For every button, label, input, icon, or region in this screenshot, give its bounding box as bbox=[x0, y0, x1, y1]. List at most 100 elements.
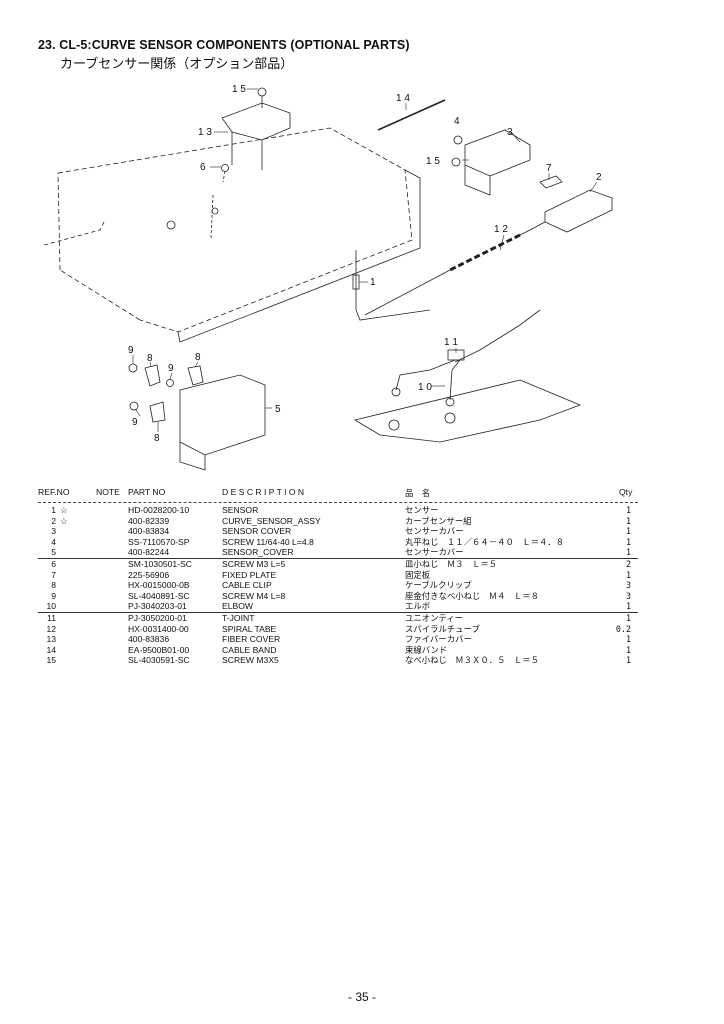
cell-jp-name: スパイラルチューブ bbox=[405, 623, 480, 634]
cell-jp-name: 固定板 bbox=[405, 569, 431, 580]
cell-part-no: HX-0015000-0B bbox=[128, 580, 190, 591]
cable-clip-8c bbox=[149, 401, 166, 423]
cell-ref-no: 1 bbox=[51, 505, 56, 515]
cell-description: SENSOR COVER bbox=[222, 526, 292, 537]
callout-8-a: 8 bbox=[147, 353, 153, 364]
cell-ref-no: 3 bbox=[51, 526, 56, 537]
callout-3: 3 bbox=[507, 127, 513, 138]
cell-ref-no: 7 bbox=[51, 569, 56, 580]
header-ref-no: REF.NO bbox=[38, 487, 70, 497]
parts-table: REF.NO NOTE PART NO D E S C R I P T I O … bbox=[38, 487, 638, 666]
cell-qty: 1 bbox=[625, 634, 631, 645]
cell-qty: 1 bbox=[625, 515, 631, 526]
cell-description: SCREW M4 L=8 bbox=[222, 590, 286, 601]
cell-part-no: SL-4030591-SC bbox=[128, 655, 190, 666]
callout-8-c: 8 bbox=[154, 433, 160, 444]
cell-part-no: SM-1030501-SC bbox=[128, 558, 193, 569]
cell-part-no: 400-83836 bbox=[128, 634, 170, 645]
cell-jp-name: センサーカバー bbox=[405, 547, 464, 558]
callout-1: 1 bbox=[370, 277, 376, 288]
cable-clip-8a bbox=[144, 364, 161, 387]
table-row: 6 SM-1030501-SC SCREW M3 L=5 皿小ねじ Ｍ３ Ｌ＝５ 2 bbox=[38, 557, 638, 570]
cell-jp-name: ユニオンティー bbox=[405, 612, 464, 623]
cable-clip-8b bbox=[187, 365, 204, 386]
page-subtitle-jp: カーブセンサー関係（オプション部品） bbox=[60, 57, 294, 72]
table-header: REF.NO NOTE PART NO D E S C R I P T I O … bbox=[38, 487, 638, 501]
cell-qty: 1 bbox=[625, 601, 631, 612]
cell-description: ELBOW bbox=[222, 601, 254, 612]
cell-description: CABLE BAND bbox=[222, 644, 277, 655]
cell-description: CURVE_SENSOR_ASSY bbox=[222, 515, 321, 526]
cell-ref-no: 5 bbox=[51, 547, 56, 558]
cell-part-no: 400-82339 bbox=[128, 515, 170, 526]
header-jp-name: 品 名 bbox=[405, 488, 431, 498]
cell-description: SCREW M3 L=5 bbox=[222, 558, 286, 569]
exploded-parts-diagram: 1 5 1 3 6 1 4 4 3 1 5 7 2 1 2 1 1 1 1 0 … bbox=[43, 84, 613, 471]
callout-4: 4 bbox=[454, 116, 460, 127]
cell-part-no: 400-82244 bbox=[128, 547, 170, 558]
sensor-cover-3 bbox=[464, 129, 531, 177]
callout-9-b: 9 bbox=[168, 363, 174, 374]
cell-ref-no: 12 bbox=[46, 623, 56, 634]
header-note: NOTE bbox=[96, 487, 120, 497]
cell-part-no: HX-0031400-00 bbox=[128, 623, 189, 634]
cell-ref-no: 6 bbox=[51, 558, 56, 569]
cell-ref-no: 9 bbox=[51, 590, 56, 601]
cell-jp-name: ケーブルクリップ bbox=[405, 580, 472, 591]
cell-jp-name: カーブセンサー組 bbox=[405, 515, 472, 526]
callout-2: 2 bbox=[596, 172, 602, 183]
callout-9-a: 9 bbox=[128, 345, 134, 356]
callout-14: 1 4 bbox=[396, 93, 410, 104]
cell-part-no: PJ-3040203-01 bbox=[128, 601, 187, 612]
cell-qty: 0.2 bbox=[615, 623, 631, 634]
callout-11: 1 1 bbox=[444, 337, 458, 348]
table-row: 10 PJ-3040203-01 ELBOW エルボ 1 bbox=[38, 601, 638, 612]
cell-jp-name: 皿小ねじ Ｍ３ Ｌ＝５ bbox=[405, 558, 498, 569]
cell-qty: 1 bbox=[625, 655, 631, 666]
cell-part-no: EA-9500B01-00 bbox=[128, 644, 190, 655]
cell-ref-no: 14 bbox=[46, 644, 56, 655]
cell-part-no: PJ-3050200-01 bbox=[128, 612, 187, 623]
cell-part-no: SL-4040891-SC bbox=[128, 590, 190, 601]
cell-jp-name: エルボ bbox=[405, 601, 431, 612]
spiral-tube-12 bbox=[449, 233, 521, 272]
page-number: - 35 - bbox=[347, 990, 376, 1004]
cell-jp-name: なべ小ねじ Ｍ３Ｘ０．５ Ｌ＝５ bbox=[405, 655, 539, 666]
cell-description: SCREW M3X5 bbox=[222, 655, 279, 666]
table-plate bbox=[57, 127, 413, 333]
callout-12: 1 2 bbox=[494, 224, 508, 235]
cell-qty: 1 bbox=[625, 526, 631, 537]
header-divider bbox=[38, 502, 638, 503]
callout-9-c: 9 bbox=[132, 417, 138, 428]
cell-qty: 1 bbox=[625, 612, 631, 623]
fixed-plate-7 bbox=[539, 175, 563, 189]
cell-ref-no: 10 bbox=[46, 601, 56, 612]
cell-jp-name: 丸平ねじ １１／６４－４０ Ｌ＝４．８ bbox=[405, 536, 565, 547]
cell-description: T-JOINT bbox=[222, 612, 255, 623]
cell-ref-no: 4 bbox=[51, 536, 56, 547]
callout-7: 7 bbox=[546, 163, 552, 174]
cell-jp-name: ファイバーカバー bbox=[405, 634, 472, 645]
cell-qty: 2 bbox=[625, 558, 631, 569]
cell-jp-name: センサー bbox=[405, 505, 439, 515]
curved-base bbox=[353, 379, 582, 443]
callout-5: 5 bbox=[275, 404, 281, 415]
cell-note: ☆ bbox=[60, 505, 68, 515]
cell-jp-name: センサーカバー bbox=[405, 526, 464, 537]
cell-description: SENSOR_COVER bbox=[222, 547, 294, 558]
page-title: 23. CL-5:CURVE SENSOR COMPONENTS (OPTION… bbox=[38, 38, 410, 52]
cell-note: ☆ bbox=[60, 515, 68, 526]
cell-ref-no: 8 bbox=[51, 580, 56, 591]
cell-description: CABLE CLIP bbox=[222, 580, 272, 591]
cell-qty: 3 bbox=[625, 590, 631, 601]
cell-ref-no: 13 bbox=[46, 634, 56, 645]
